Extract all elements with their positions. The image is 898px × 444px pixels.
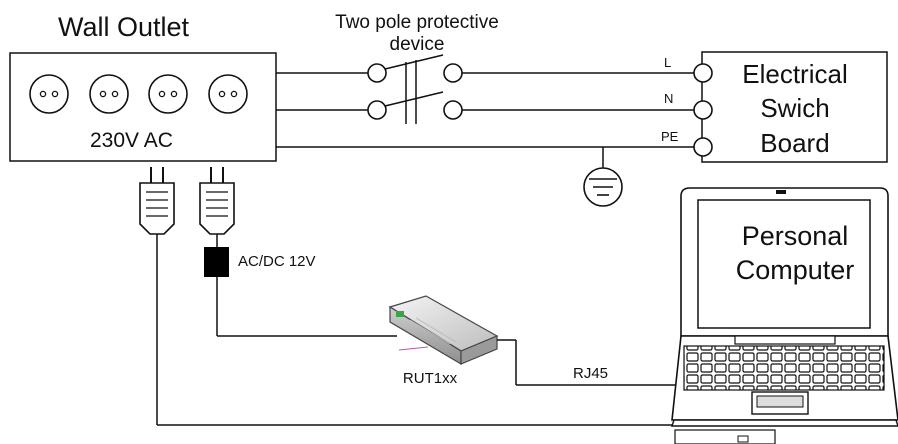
- switch-contact-bottom-right: [443, 100, 463, 120]
- switch-board-label-line1: Electrical: [742, 59, 847, 89]
- terminal-label-l: L: [664, 55, 671, 70]
- switch-blade-bottom: [384, 91, 444, 107]
- switch-blade-top: [384, 54, 444, 70]
- laptop-computer: Personal Computer: [671, 187, 898, 444]
- wall-outlet-title: Wall Outlet: [58, 12, 190, 42]
- socket-2: [89, 74, 129, 114]
- switch-board: L N PE Electrical Swich Board: [661, 51, 888, 163]
- terminal-pe: [693, 137, 713, 157]
- router-label: RUT1xx: [403, 370, 458, 387]
- terminal-label-pe: PE: [661, 129, 679, 144]
- adapter-power-plug: [199, 167, 235, 247]
- socket-1: [29, 74, 69, 114]
- switch-board-box: [701, 51, 888, 163]
- wall-outlet: Wall Outlet 230V AC: [9, 12, 277, 162]
- socket-3: [148, 74, 188, 114]
- switch-contact-top-right: [443, 63, 463, 83]
- switch-board-label-line3: Board: [760, 128, 829, 158]
- terminal-n: [693, 100, 713, 120]
- socket-4: [208, 74, 248, 114]
- laptop-screen: [697, 199, 871, 329]
- adapter-label: AC/DC 12V: [238, 253, 316, 270]
- computer-label-line1: Personal: [742, 221, 849, 251]
- terminal-label-n: N: [664, 91, 673, 106]
- adapter-block: [204, 247, 229, 277]
- laptop-hinge: [734, 335, 836, 345]
- rj45-label: RJ45: [573, 365, 608, 382]
- router-rut1xx: RUT1xx RJ45: [388, 295, 680, 387]
- ac-dc-adapter: AC/DC 12V: [204, 247, 397, 337]
- pc-power-plug: [139, 167, 680, 426]
- ground-icon: [583, 147, 623, 207]
- switch-contact-top-left: [367, 63, 387, 83]
- switch-contact-bottom-left: [367, 100, 387, 120]
- wall-outlet-voltage: 230V AC: [90, 129, 173, 152]
- terminal-l: [693, 63, 713, 83]
- computer-label-line2: Computer: [736, 255, 855, 285]
- laptop-keyboard: [683, 345, 885, 391]
- router-led: [396, 311, 404, 317]
- protective-device-label-line2: device: [390, 34, 445, 55]
- protective-device: Two pole protective device: [276, 12, 694, 207]
- protective-device-label-line1: Two pole protective: [335, 12, 499, 33]
- switch-board-label-line2: Swich: [760, 93, 829, 123]
- laptop-port-panel: [674, 429, 776, 444]
- laptop-latch: [776, 190, 786, 194]
- router-side: [460, 335, 498, 365]
